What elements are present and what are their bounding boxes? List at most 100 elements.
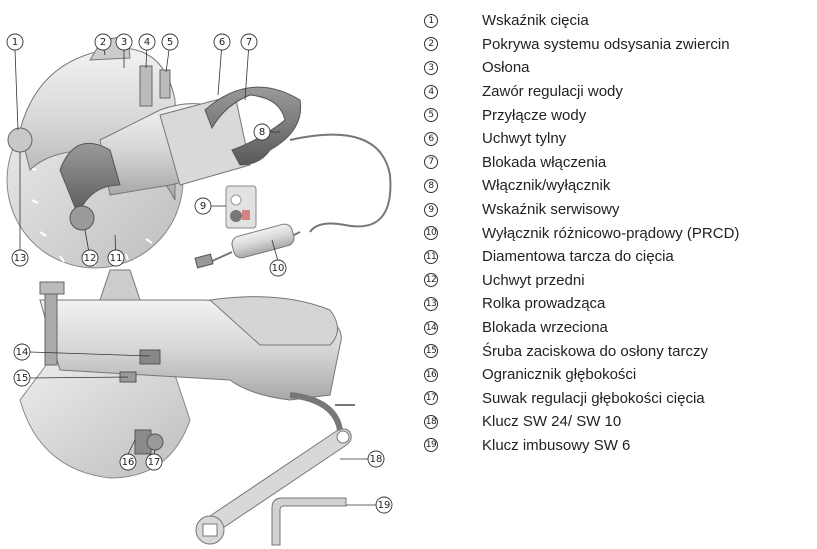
legend-label: Blokada włączenia	[482, 154, 606, 171]
legend-number: 2	[424, 37, 438, 51]
legend-item: 4 Zawór regulacji wody	[424, 80, 814, 104]
legend-item: 13 Rolka prowadząca	[424, 292, 814, 316]
callout-number: 12	[84, 253, 97, 264]
legend-label: Ogranicznik głębokości	[482, 366, 636, 383]
callout-number: 14	[16, 347, 29, 358]
callout-number: 5	[167, 37, 173, 48]
cutter-front-view	[20, 270, 355, 478]
callout-number: 8	[259, 127, 265, 138]
legend-number: 14	[424, 321, 438, 335]
callout-5: 5	[162, 34, 178, 50]
legend-number: 10	[424, 226, 438, 240]
callout-number: 13	[14, 253, 27, 264]
hex-key	[272, 498, 346, 545]
legend-label: Osłona	[482, 59, 530, 76]
legend-number: 6	[424, 132, 438, 146]
legend-item: 2 Pokrywa systemu odsysania zwiercin	[424, 33, 814, 57]
legend-item: 18 Klucz SW 24/ SW 10	[424, 410, 814, 434]
callout-18: 18	[368, 451, 384, 467]
legend-number: 8	[424, 179, 438, 193]
legend-number: 17	[424, 391, 438, 405]
callout-number: 17	[148, 457, 161, 468]
legend-label: Klucz SW 24/ SW 10	[482, 413, 621, 430]
callout-number: 3	[121, 37, 127, 48]
callout-4: 4	[139, 34, 155, 50]
callout-number: 4	[144, 37, 150, 48]
callout-19: 19	[376, 497, 392, 513]
guide-roller	[8, 128, 32, 152]
callout-number: 2	[100, 37, 106, 48]
legend-number: 15	[424, 344, 438, 358]
legend-number: 5	[424, 108, 438, 122]
callout-1: 1	[7, 34, 23, 50]
legend-label: Klucz imbusowy SW 6	[482, 437, 630, 454]
callout-11: 11	[108, 250, 124, 266]
callout-number: 16	[122, 457, 135, 468]
legend-label: Uchwyt przedni	[482, 272, 585, 289]
legend-label: Wskaźnik cięcia	[482, 12, 589, 29]
callout-9: 9	[195, 198, 211, 214]
power-cable	[290, 135, 390, 232]
legend-item: 16 Ogranicznik głębokości	[424, 363, 814, 387]
callout-number: 19	[378, 500, 391, 511]
callout-17: 17	[146, 454, 162, 470]
legend-label: Pokrywa systemu odsysania zwiercin	[482, 36, 730, 53]
cutter-side-view	[7, 36, 390, 268]
legend-number: 4	[424, 85, 438, 99]
legend-item: 12 Uchwyt przedni	[424, 269, 814, 293]
legend-label: Suwak regulacji głębokości cięcia	[482, 390, 705, 407]
legend-item: 17 Suwak regulacji głębokości cięcia	[424, 387, 814, 411]
callout-6: 6	[214, 34, 230, 50]
callout-13: 13	[12, 250, 28, 266]
callout-8: 8	[254, 124, 270, 140]
legend-label: Przyłącze wody	[482, 107, 586, 124]
callout-12: 12	[82, 250, 98, 266]
legend-number: 13	[424, 297, 438, 311]
legend-number: 11	[424, 250, 438, 264]
legend-number: 18	[424, 415, 438, 429]
callout-number: 11	[110, 253, 123, 264]
legend-number: 9	[424, 203, 438, 217]
callout-number: 18	[370, 454, 383, 465]
legend-label: Wyłącznik różnicowo-prądowy (PRCD)	[482, 225, 739, 242]
legend-item: 5 Przyłącze wody	[424, 103, 814, 127]
callout-2: 2	[95, 34, 111, 50]
callout-10: 10	[270, 260, 286, 276]
legend-label: Uchwyt tylny	[482, 130, 566, 147]
legend-label: Diamentowa tarcza do cięcia	[482, 248, 674, 265]
legend-item: 11 Diamentowa tarcza do cięcia	[424, 245, 814, 269]
callout-15: 15	[14, 370, 30, 386]
legend-number: 1	[424, 14, 438, 28]
legend-label: Śruba zaciskowa do osłony tarczy	[482, 343, 708, 360]
legend-label: Włącznik/wyłącznik	[482, 177, 610, 194]
legend-number: 12	[424, 273, 438, 287]
legend-number: 16	[424, 368, 438, 382]
legend-item: 9 Wskaźnik serwisowy	[424, 198, 814, 222]
legend-number: 3	[424, 61, 438, 75]
legend-number: 7	[424, 155, 438, 169]
callout-number: 9	[200, 201, 206, 212]
legend: 1 Wskaźnik cięcia 2 Pokrywa systemu odsysan…	[424, 9, 814, 457]
legend-number: 19	[424, 438, 438, 452]
callout-3: 3	[116, 34, 132, 50]
legend-label: Rolka prowadząca	[482, 295, 605, 312]
legend-item: 19 Klucz imbusowy SW 6	[424, 434, 814, 458]
callout-number: 6	[219, 37, 225, 48]
legend-item: 10 Wyłącznik różnicowo-prądowy (PRCD)	[424, 221, 814, 245]
legend-item: 14 Blokada wrzeciona	[424, 316, 814, 340]
legend-item: 1 Wskaźnik cięcia	[424, 9, 814, 33]
callout-7: 7	[241, 34, 257, 50]
legend-item: 6 Uchwyt tylny	[424, 127, 814, 151]
legend-label: Zawór regulacji wody	[482, 83, 623, 100]
service-indicator	[226, 186, 256, 228]
legend-item: 3 Osłona	[424, 56, 814, 80]
callout-16: 16	[120, 454, 136, 470]
callout-number: 10	[272, 263, 285, 274]
callout-number: 7	[246, 37, 252, 48]
legend-item: 15 Śruba zaciskowa do osłony tarczy	[424, 339, 814, 363]
callout-14: 14	[14, 344, 30, 360]
legend-label: Blokada wrzeciona	[482, 319, 608, 336]
legend-label: Wskaźnik serwisowy	[482, 201, 620, 218]
callout-number: 15	[16, 373, 29, 384]
